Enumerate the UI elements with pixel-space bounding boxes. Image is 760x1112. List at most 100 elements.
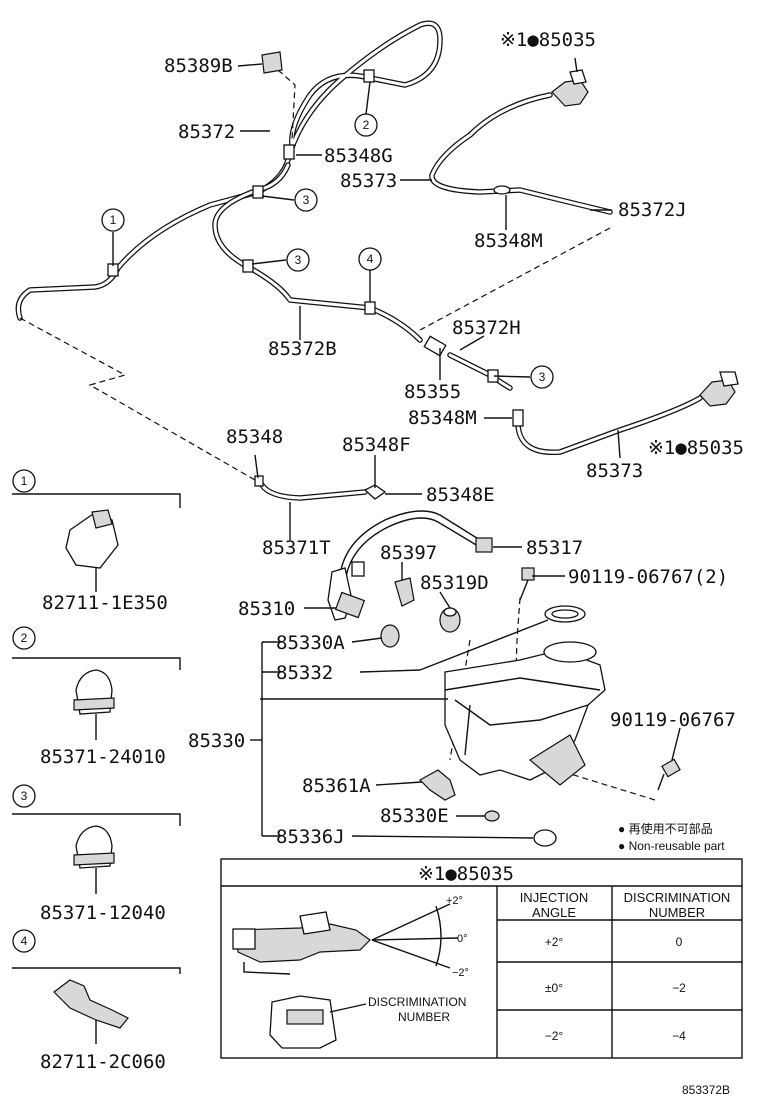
pump-85310 xyxy=(327,567,366,621)
svg-text:3: 3 xyxy=(21,789,28,803)
label-85348F: 85348F xyxy=(342,434,411,456)
nozzle-85035-right xyxy=(699,371,739,407)
grommet-85330A xyxy=(380,624,400,648)
header-angle: ANGLE xyxy=(532,905,576,920)
row1-number: 0 xyxy=(676,935,683,949)
table-title: ※1●85035 xyxy=(418,863,514,885)
label-85348M-lower: 85348M xyxy=(408,407,477,429)
clip-legend-1: 1 82711-1E350 xyxy=(12,469,181,614)
part-85397 xyxy=(394,577,415,607)
svg-text:2: 2 xyxy=(363,118,370,132)
header-number: NUMBER xyxy=(649,905,705,920)
angle-down: −2° xyxy=(452,967,469,979)
label-85330A: 85330A xyxy=(276,632,345,654)
label-85348E: 85348E xyxy=(426,484,495,506)
label-85373-upper: 85373 xyxy=(340,170,397,192)
svg-text:3: 3 xyxy=(295,253,302,267)
clip-legend-2: 2 85371-24010 xyxy=(12,626,181,768)
discrimination-label-1: DISCRIMINATION xyxy=(368,995,466,1009)
grommet-85319D xyxy=(439,607,461,633)
label-85035-top: ※1●85035 xyxy=(500,29,596,51)
clip-legend-4: 4 82711-2C060 xyxy=(12,929,181,1073)
callout-4: 4 xyxy=(358,247,382,271)
clip-part-1: 82711-1E350 xyxy=(42,592,168,614)
angle-up: +2° xyxy=(446,895,463,907)
connector-illustration: DISCRIMINATION NUMBER xyxy=(269,995,466,1049)
callout-1: 1 xyxy=(101,208,125,232)
row2-angle: ±0° xyxy=(545,981,563,995)
label-90119-06767: 90119-06767 xyxy=(610,709,736,731)
label-85319D: 85319D xyxy=(420,572,489,594)
label-85348M-upper: 85348M xyxy=(474,230,543,252)
label-85317: 85317 xyxy=(526,537,583,559)
label-85372H: 85372H xyxy=(452,317,521,339)
clip-part-3: 85371-12040 xyxy=(40,902,166,924)
label-85372B: 85372B xyxy=(268,338,337,360)
svg-text:4: 4 xyxy=(21,934,28,948)
label-90119-06767-2: 90119-06767(2) xyxy=(568,566,728,588)
clip-part-2: 85371-24010 xyxy=(40,746,166,768)
svg-text:2: 2 xyxy=(21,631,28,645)
row3-angle: −2° xyxy=(545,1029,564,1043)
joint-85348M-upper xyxy=(493,185,511,195)
label-85371T: 85371T xyxy=(262,537,331,559)
bracket-85361A xyxy=(419,769,456,801)
svg-text:4: 4 xyxy=(367,252,374,266)
callout-3a: 3 xyxy=(294,188,318,212)
nozzle-85035-top xyxy=(551,69,589,107)
joint-85348 xyxy=(254,475,264,487)
label-85348: 85348 xyxy=(226,426,283,448)
label-85372J: 85372J xyxy=(618,199,687,221)
clip-legend-3: 3 85371-12040 xyxy=(12,784,181,924)
label-85389B: 85389B xyxy=(164,55,233,77)
header-injection: INJECTION xyxy=(520,890,589,905)
joint-85348M-lower xyxy=(512,409,524,427)
label-85348G: 85348G xyxy=(324,145,393,167)
bolt-90119-lower xyxy=(657,758,681,791)
label-85397: 85397 xyxy=(380,542,437,564)
row3-number: −4 xyxy=(672,1029,686,1043)
nozzle-illustration: +2° 0° −2° xyxy=(232,895,469,979)
label-85355: 85355 xyxy=(404,381,461,403)
joint-85348F-85348E xyxy=(363,484,387,500)
svg-text:3: 3 xyxy=(539,370,546,384)
svg-text:3: 3 xyxy=(303,193,310,207)
figure-code: 853372B xyxy=(682,1083,730,1097)
label-85361A: 85361A xyxy=(302,775,371,797)
label-85336J: 85336J xyxy=(276,826,345,848)
label-85330: 85330 xyxy=(188,730,245,752)
part-85389B xyxy=(261,51,283,74)
label-85310: 85310 xyxy=(238,598,295,620)
grommet-85330E xyxy=(484,810,500,822)
label-85373-lower: 85373 xyxy=(586,460,643,482)
joint-85348G xyxy=(283,144,295,160)
part-labels: 85389B 85372 85348G 85373 85348M 85372J … xyxy=(164,29,744,848)
valve-85355 xyxy=(423,335,447,357)
discrimination-label-2: NUMBER xyxy=(398,1010,450,1024)
clip-part-4: 82711-2C060 xyxy=(40,1051,166,1073)
angle-mid: 0° xyxy=(457,933,468,945)
svg-text:1: 1 xyxy=(21,474,28,488)
label-85372: 85372 xyxy=(178,121,235,143)
nozzle-angle-table: ※1●85035 INJECTION ANGLE DISCRIMINATION … xyxy=(220,858,743,1059)
callout-3c: 3 xyxy=(530,365,554,389)
label-85332: 85332 xyxy=(276,662,333,684)
header-discrimination: DISCRIMINATION xyxy=(624,890,731,905)
label-85330E: 85330E xyxy=(380,805,449,827)
hose-85373-lower xyxy=(515,395,703,455)
callout-2: 2 xyxy=(354,113,378,137)
legend-nonreusable-en: ● Non-reusable part xyxy=(618,839,725,853)
hose-clips xyxy=(107,69,499,383)
washer-tank-85330 xyxy=(444,641,606,786)
legend-nonreusable-jp: ● 再使用不可部品 xyxy=(618,821,713,836)
row1-angle: +2° xyxy=(545,935,564,949)
bolt-90119-upper xyxy=(519,567,535,601)
leader-lines xyxy=(112,57,681,839)
svg-text:1: 1 xyxy=(110,213,117,227)
label-85035-right: ※1●85035 xyxy=(648,437,744,459)
callout-3b: 3 xyxy=(286,248,310,272)
wire-85317 xyxy=(339,510,493,578)
cap-85336J xyxy=(533,829,557,847)
inlet-85332 xyxy=(544,605,586,623)
